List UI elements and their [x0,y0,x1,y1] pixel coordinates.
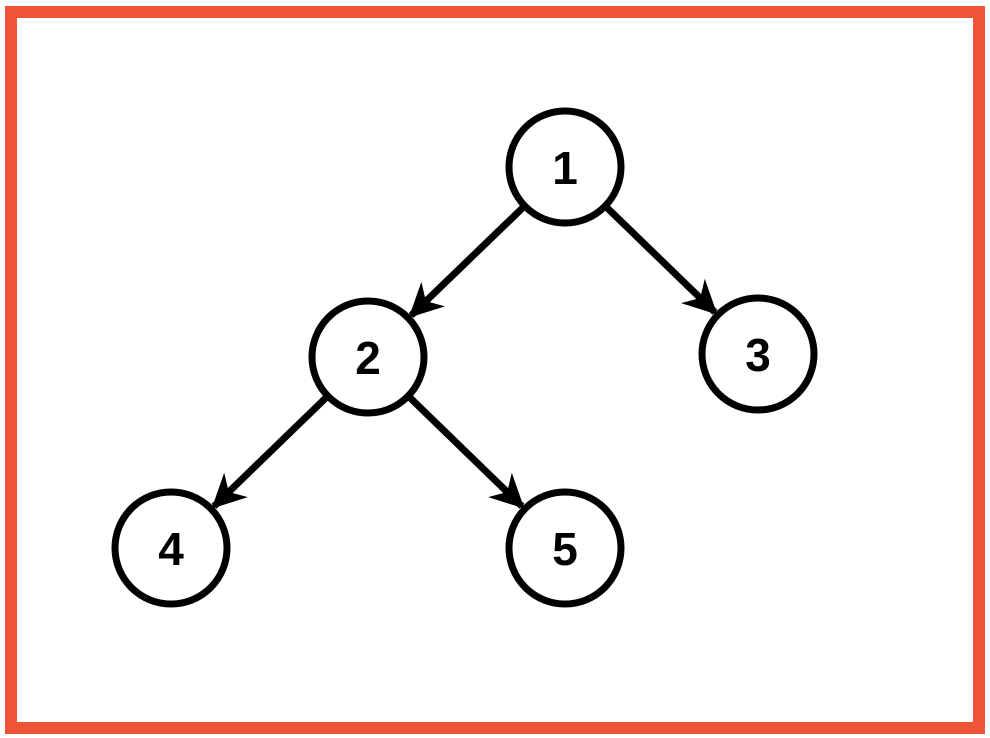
node-circle [505,488,625,608]
edge-2-4 [211,394,329,509]
edge-2-5 [407,394,525,509]
edge-1-2 [408,204,526,318]
node-1: 1 [505,107,625,227]
edge-1-3 [604,204,718,315]
node-circle [698,294,818,414]
node-4: 4 [111,488,231,608]
node-label: 2 [355,332,381,384]
node-label: 5 [552,523,578,575]
node-circle [505,107,625,227]
node-circle [308,297,428,417]
node-label: 1 [552,142,578,194]
node-label: 4 [158,523,184,575]
node-5: 5 [505,488,625,608]
node-label: 3 [745,329,771,381]
node-circle [111,488,231,608]
diagram-frame [5,6,985,734]
node-2: 2 [308,297,428,417]
node-3: 3 [698,294,818,414]
